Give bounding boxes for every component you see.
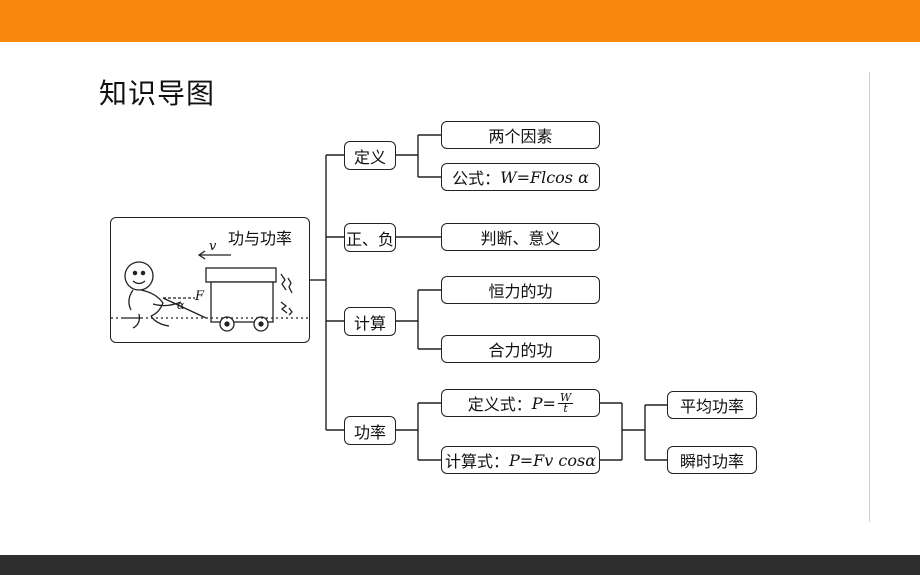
node-power: 功率 (344, 416, 396, 445)
def-formula-lhs: P= (531, 393, 556, 413)
work-power-illustration: v F α (110, 217, 310, 343)
leaf-instant-power: 瞬时功率 (667, 446, 757, 474)
leaf-average-power: 平均功率 (667, 391, 757, 419)
bottom-bar (0, 555, 920, 575)
leaf-net-force-work: 合力的功 (441, 335, 600, 363)
velocity-label: v (209, 239, 217, 254)
def-formula-denominator: t (563, 401, 568, 415)
leaf-two-factors: 两个因素 (441, 121, 600, 149)
leaf-power-calc-formula: 计算式： P=Fv cosα (441, 446, 600, 474)
illustration-title: 功与功率 (228, 229, 293, 248)
leaf-work-formula: 公式： W=Flcos α (441, 163, 600, 191)
angle-label: α (177, 299, 185, 312)
def-formula-fraction: W t (557, 390, 574, 415)
calc-formula: P=Fv cosα (509, 450, 597, 470)
work-formula: W=Flcos α (500, 167, 589, 187)
def-formula-prefix: 定义式： (467, 395, 532, 414)
leaf-power-definition-formula: 定义式： P= W t (441, 389, 600, 417)
node-definition: 定义 (344, 141, 396, 170)
leaf-constant-force-work: 恒力的功 (441, 276, 600, 304)
node-calculation: 计算 (344, 307, 396, 336)
top-accent-bar (0, 0, 920, 42)
calc-formula-prefix: 计算式： (444, 452, 509, 471)
work-formula-prefix: 公式： (452, 169, 501, 188)
force-label: F (194, 289, 205, 304)
page-title: 知识导图 (99, 77, 216, 110)
leaf-judge-meaning: 判断、意义 (441, 223, 600, 251)
person-pulling-cart-drawing: v F α (111, 239, 309, 332)
node-sign: 正、负 (344, 223, 396, 252)
def-formula-numerator: W (557, 390, 574, 404)
right-divider (869, 72, 870, 522)
